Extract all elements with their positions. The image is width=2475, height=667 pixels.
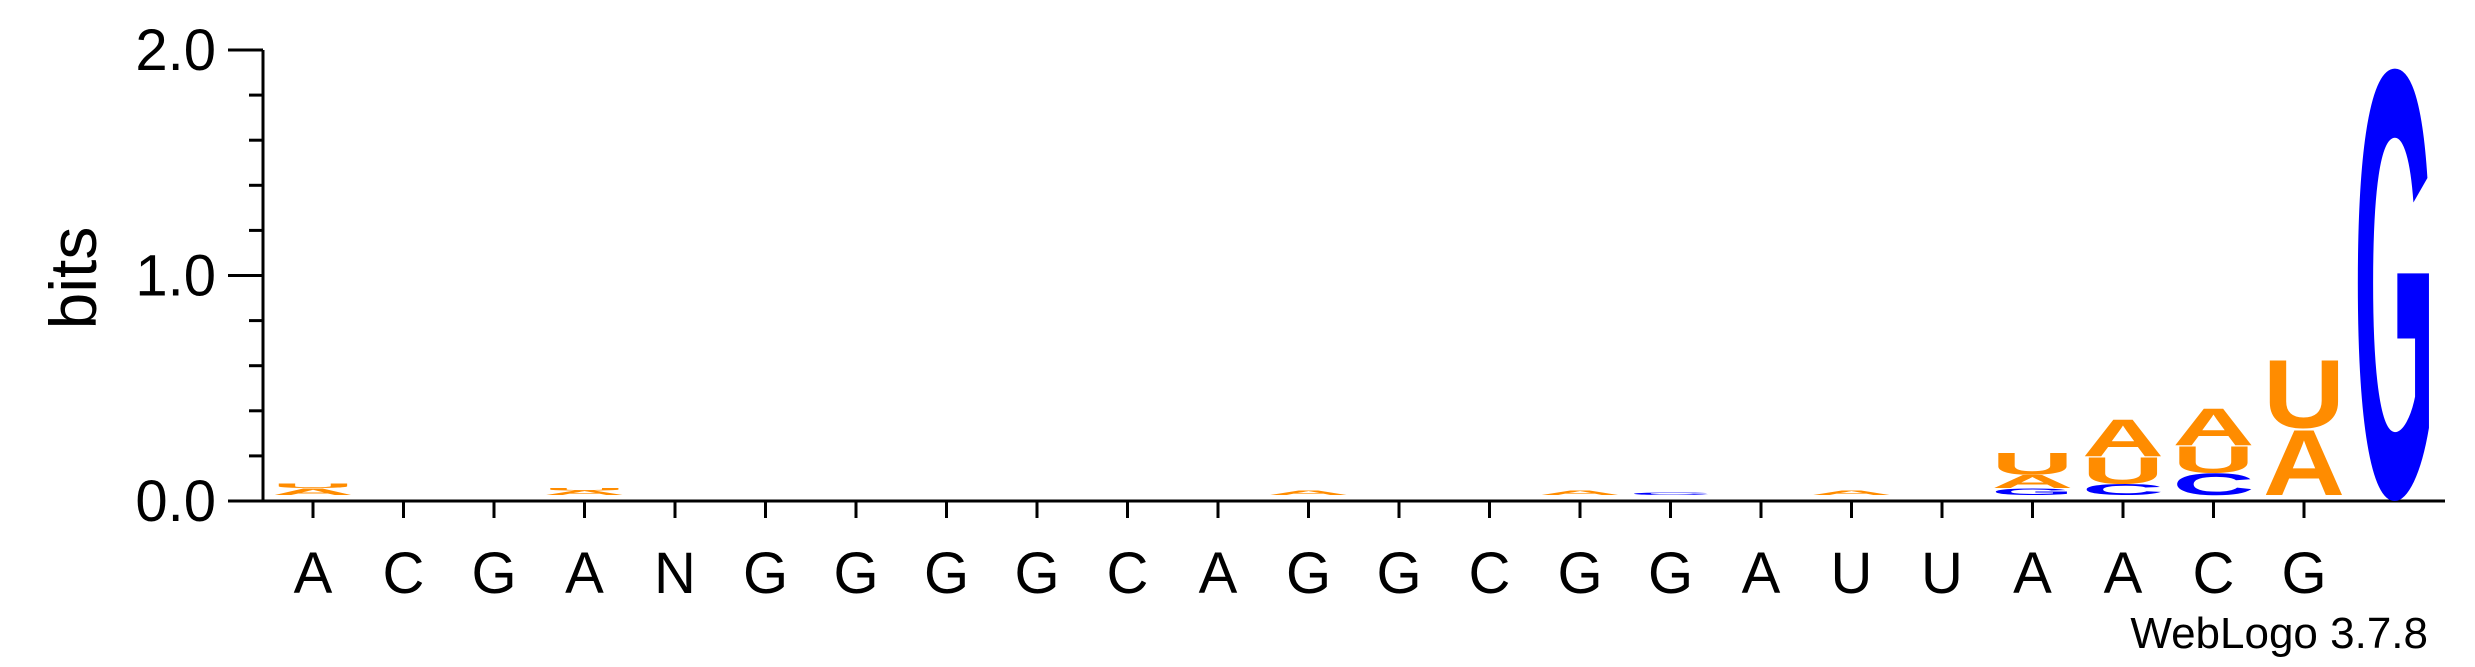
x-tick-label: G (1557, 541, 1602, 606)
x-tick-label: G (1286, 541, 1331, 606)
x-tick-label: A (294, 541, 333, 606)
x-tick-label: G (1376, 541, 1421, 606)
x-tick-label: C (2193, 541, 2235, 606)
x-tick-label: C (383, 541, 425, 606)
x-tick-label: A (565, 541, 604, 606)
y-axis: 0.0 1.0 2.0 (135, 18, 265, 534)
logo-letter-u: U (1992, 447, 2074, 482)
logo-letter-a: A (1992, 471, 2074, 492)
logo-letter-a: A (544, 489, 626, 496)
x-tick-label: G (833, 541, 878, 606)
x-tick-label: N (654, 541, 696, 606)
x-tick-label: A (1199, 541, 1238, 606)
logo-letter-u: U (2082, 450, 2164, 492)
x-tick-label: C (1107, 541, 1149, 606)
x-tick-label: G (1014, 541, 1059, 606)
x-tick-label: U (1921, 541, 1963, 606)
logo-letter-a: A (2082, 409, 2164, 468)
x-tick-label: C (1469, 541, 1511, 606)
x-tick-label: G (2281, 541, 2326, 606)
logo-letter-a: A (1539, 489, 1621, 496)
weblogo-credit: WebLogo 3.7.8 (2130, 609, 2428, 658)
y-tick-label: 0.0 (135, 469, 216, 534)
x-tick-label: U (1831, 541, 1873, 606)
x-tick-label: A (2104, 541, 2143, 606)
y-axis-title: bits (36, 227, 110, 330)
x-tick-label: G (1648, 541, 1693, 606)
y-tick-label: 1.0 (135, 244, 216, 309)
x-tick-label: A (2013, 541, 2052, 606)
x-tick-label: G (471, 541, 516, 606)
logo-letter-a: A (1811, 489, 1893, 496)
x-tick-label: A (1742, 541, 1781, 606)
logo-letter-a: A (1268, 489, 1350, 496)
logo-letter-c: C (2082, 481, 2164, 498)
x-tick-label: G (743, 541, 788, 606)
logo-letter-a: A (2263, 411, 2345, 516)
logo-letter-u: U (272, 483, 354, 490)
logo-letter-g: G (1992, 486, 2074, 497)
logo-letter-c: C (1630, 492, 1712, 496)
logo-letter-u: U (544, 488, 626, 492)
y-tick-label: 2.0 (135, 18, 216, 83)
logo-letter-g: G (2354, 0, 2436, 625)
logo-letter-u: U (2172, 438, 2254, 480)
logo-letter-a: A (272, 487, 354, 497)
logo-letter-c: C (2173, 467, 2255, 502)
logo-letter-a: A (2173, 397, 2255, 456)
x-tick-label: G (924, 541, 969, 606)
logo-letter-u: U (2263, 340, 2345, 448)
